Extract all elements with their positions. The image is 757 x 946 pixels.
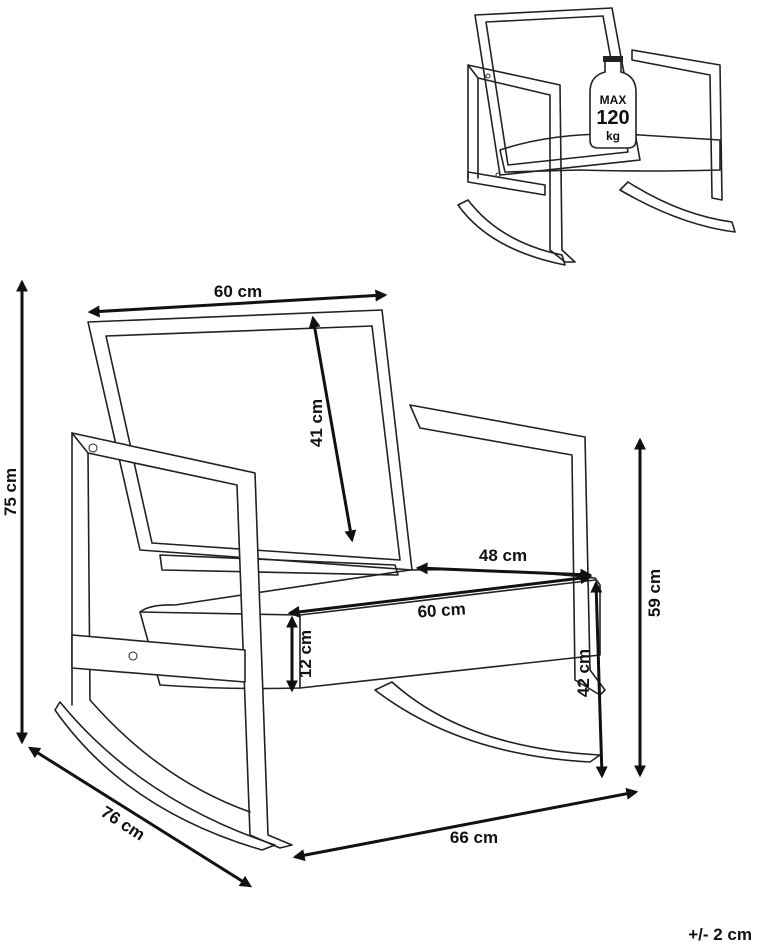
backrest-height-arrow (308, 315, 357, 543)
total-depth-arrow (27, 746, 253, 888)
tolerance-note: +/- 2 cm (688, 925, 752, 944)
label-seat-width: 60 cm (417, 599, 466, 621)
label-total-height: 75 cm (1, 468, 20, 516)
seat-width-arrow (287, 572, 593, 618)
badge-unit: kg (606, 129, 620, 143)
label-total-depth: 76 cm (98, 802, 149, 844)
seat-height-arrow (590, 580, 608, 779)
dimension-labels: 60 cm 41 cm 75 cm 48 cm 60 cm 12 cm 42 c… (1, 282, 752, 944)
label-cushion-thickness: 12 cm (296, 630, 315, 678)
weight-badge: MAX 120 kg (589, 56, 637, 149)
label-backrest-height: 41 cm (307, 399, 326, 447)
width-top-arrow (87, 289, 388, 318)
label-base-width: 66 cm (450, 828, 498, 847)
badge-max: MAX (600, 93, 627, 107)
badge-weight: 120 (596, 107, 629, 129)
dimension-lines (15, 279, 646, 888)
label-armrest-height: 59 cm (645, 569, 664, 617)
seat-depth-arrow (415, 562, 593, 581)
label-seat-depth: 48 cm (479, 546, 527, 565)
base-width-arrow (292, 787, 639, 862)
main-chair-illustration (54, 309, 606, 851)
label-width-top: 60 cm (214, 282, 262, 301)
label-seat-height: 42 cm (574, 649, 593, 697)
small-chair-illustration (457, 7, 736, 266)
